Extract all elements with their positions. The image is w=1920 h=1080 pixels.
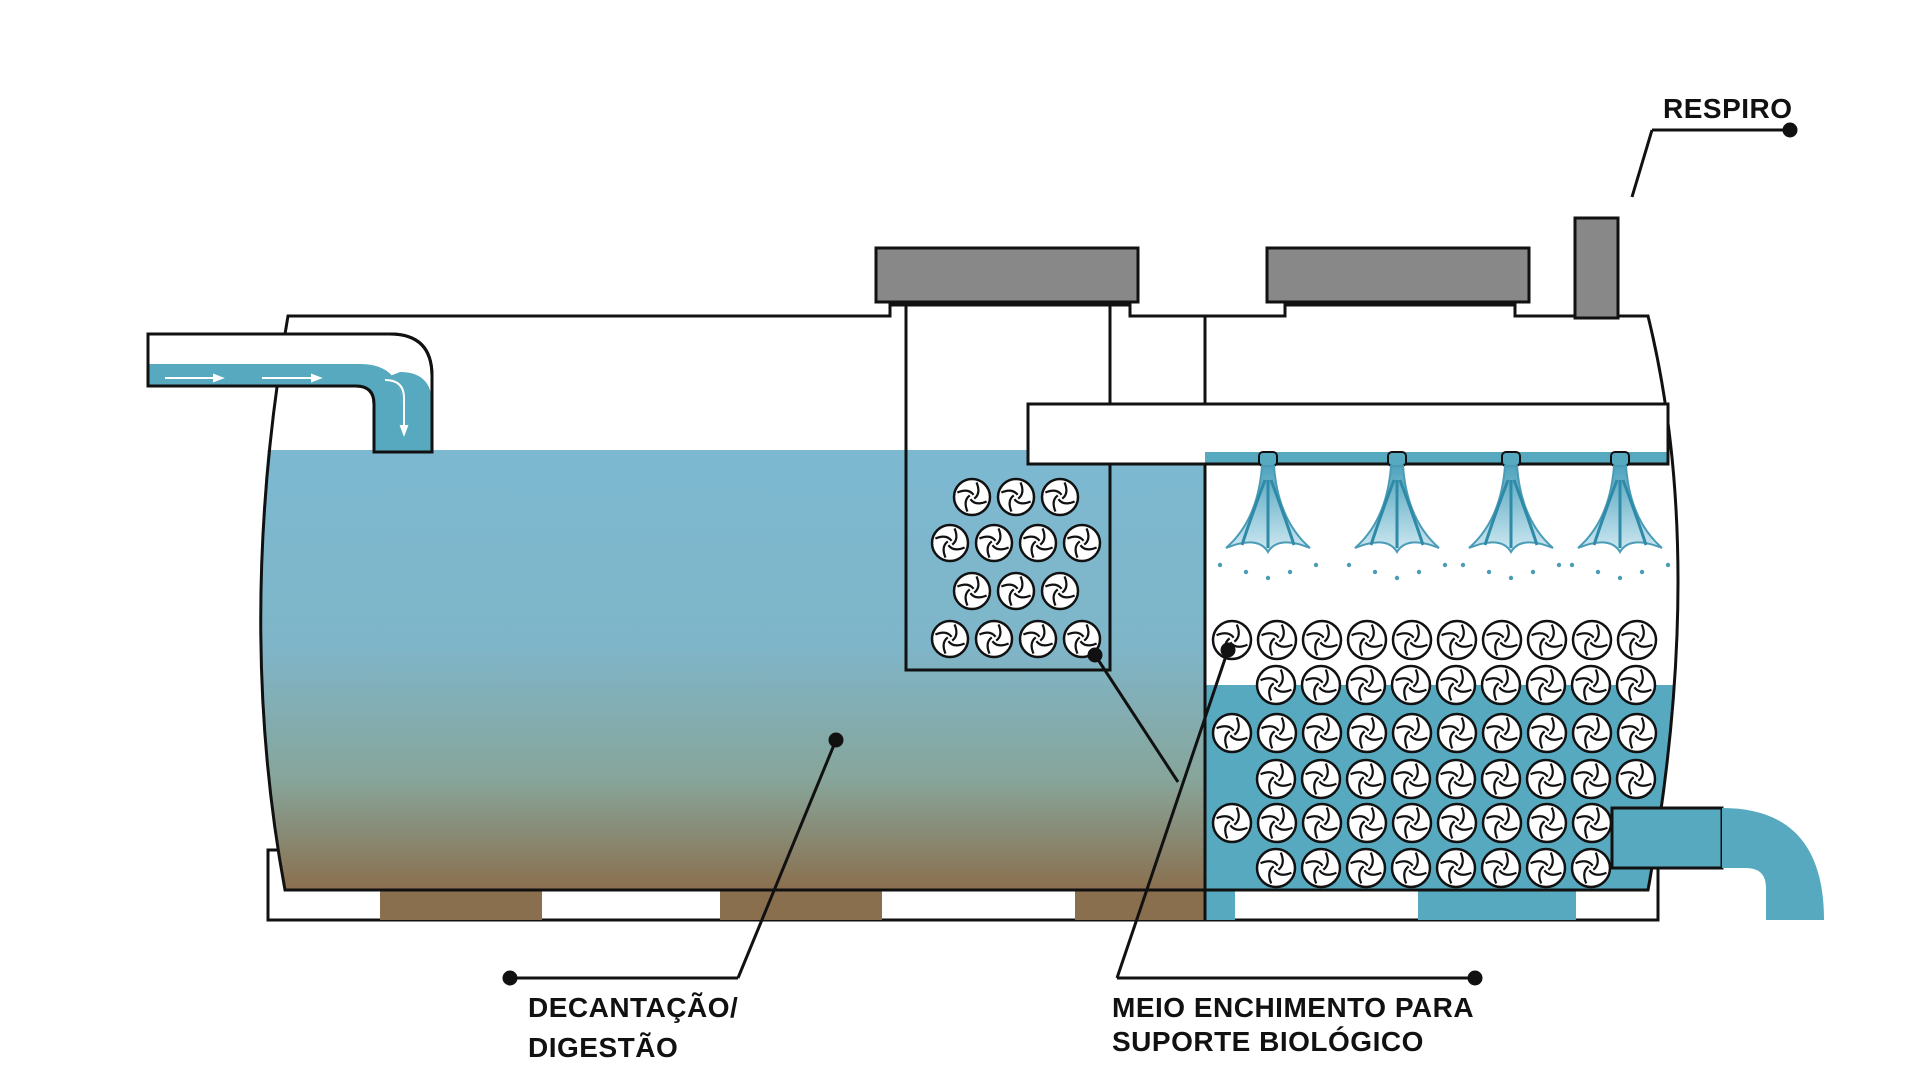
bio-media-icon bbox=[1525, 664, 1567, 706]
bio-media-icon bbox=[1390, 664, 1432, 706]
bio-media-icon bbox=[1570, 664, 1612, 706]
bio-media-icon bbox=[996, 477, 1036, 517]
bio-media-icon bbox=[1480, 758, 1522, 800]
inlet-pipe bbox=[146, 332, 434, 454]
bio-media-icon bbox=[974, 523, 1014, 563]
bio-media-icon bbox=[1255, 664, 1297, 706]
bio-media-icon bbox=[1301, 712, 1343, 754]
water-spray-icon bbox=[1217, 451, 1319, 581]
bio-media-icon bbox=[1211, 802, 1253, 844]
bio-media-icon bbox=[1571, 802, 1613, 844]
outlet-water-base bbox=[1205, 888, 1235, 920]
bio-media-icon bbox=[1391, 802, 1433, 844]
bio-media-icon bbox=[1481, 712, 1523, 754]
bio-media-icon bbox=[1211, 712, 1253, 754]
bio-media-icon bbox=[1435, 664, 1477, 706]
bio-media-icon bbox=[1255, 758, 1297, 800]
bio-media-icon bbox=[1435, 847, 1477, 889]
bio-media-icon bbox=[1255, 847, 1297, 889]
bio-media-icon bbox=[1481, 802, 1523, 844]
bio-media-icon bbox=[974, 619, 1014, 659]
label-respiro: RESPIRO bbox=[1663, 93, 1793, 124]
bio-media-icon bbox=[1570, 758, 1612, 800]
bio-media-icon bbox=[1615, 758, 1657, 800]
bio-media-icon bbox=[1300, 847, 1342, 889]
bio-media-icon bbox=[1571, 619, 1613, 661]
leader-lines bbox=[502, 122, 1798, 986]
bio-media-icon bbox=[1346, 802, 1388, 844]
label-decantacao-1: DECANTAÇÃO/ bbox=[528, 992, 738, 1023]
sludge-block-1 bbox=[380, 888, 542, 920]
bio-media-icon bbox=[1616, 619, 1658, 661]
bio-media-icon bbox=[1525, 847, 1567, 889]
bio-media-icon bbox=[1436, 712, 1478, 754]
filter-basket bbox=[904, 303, 1112, 672]
bio-media-icon bbox=[1390, 847, 1432, 889]
bio-media-icon bbox=[1391, 712, 1433, 754]
sludge-block-3 bbox=[1075, 888, 1205, 920]
bio-media-icon bbox=[1391, 619, 1433, 661]
water-spray-icon bbox=[1346, 451, 1448, 581]
bio-media-icon bbox=[1436, 802, 1478, 844]
bio-media-icon bbox=[1345, 758, 1387, 800]
bio-media-icon bbox=[1526, 712, 1568, 754]
media-left-basket bbox=[930, 477, 1102, 659]
label-meio-2: SUPORTE BIOLÓGICO bbox=[1112, 1026, 1424, 1057]
bio-media-icon bbox=[1256, 712, 1298, 754]
bio-media-icon bbox=[1526, 619, 1568, 661]
bio-media-icon bbox=[1526, 802, 1568, 844]
spray-manifold bbox=[1026, 402, 1670, 466]
flow-arrow-icon bbox=[165, 373, 409, 437]
bio-media-icon bbox=[1346, 619, 1388, 661]
lid-right bbox=[1265, 246, 1531, 304]
bio-media-icon bbox=[1301, 802, 1343, 844]
label-meio-1: MEIO ENCHIMENTO PARA bbox=[1112, 992, 1474, 1023]
bio-media-icon bbox=[930, 619, 970, 659]
water-spray-icon bbox=[1460, 451, 1562, 581]
bio-media-icon bbox=[1300, 758, 1342, 800]
bio-media-icon bbox=[1570, 847, 1612, 889]
bio-media-icon bbox=[1345, 664, 1387, 706]
bio-media-icon bbox=[996, 571, 1036, 611]
label-decantacao-2: DIGESTÃO bbox=[528, 1032, 678, 1063]
bio-media-icon bbox=[1615, 664, 1657, 706]
bio-media-icon bbox=[1300, 664, 1342, 706]
bio-media-icon bbox=[1480, 847, 1522, 889]
bio-media-icon bbox=[1256, 619, 1298, 661]
bio-media-icon bbox=[1018, 523, 1058, 563]
bio-media-icon bbox=[1346, 712, 1388, 754]
media-right-bed bbox=[1211, 619, 1658, 889]
bio-media-icon bbox=[952, 571, 992, 611]
bio-media-icon bbox=[1301, 619, 1343, 661]
bio-media-icon bbox=[1345, 847, 1387, 889]
bio-media-icon bbox=[1040, 571, 1080, 611]
bio-media-icon bbox=[1018, 619, 1058, 659]
sludge-block-2 bbox=[720, 888, 882, 920]
bio-media-icon bbox=[930, 523, 970, 563]
bio-media-icon bbox=[952, 477, 992, 517]
bio-media-icon bbox=[1525, 758, 1567, 800]
bio-media-icon bbox=[1616, 712, 1658, 754]
water-sprays bbox=[1217, 451, 1671, 581]
bio-media-icon bbox=[1571, 712, 1613, 754]
bio-media-icon bbox=[1480, 664, 1522, 706]
water-spray-icon bbox=[1569, 451, 1671, 581]
bio-media-icon bbox=[1435, 758, 1477, 800]
bio-media-icon bbox=[1481, 619, 1523, 661]
bio-media-icon bbox=[1256, 802, 1298, 844]
bio-media-icon bbox=[1062, 523, 1102, 563]
bio-media-icon bbox=[1062, 619, 1102, 659]
bio-media-icon bbox=[1040, 477, 1080, 517]
lid-left bbox=[874, 246, 1140, 304]
bio-media-icon bbox=[1436, 619, 1478, 661]
vent-pipe bbox=[1573, 216, 1620, 320]
bio-media-icon bbox=[1390, 758, 1432, 800]
outlet-pipe bbox=[1610, 806, 1824, 920]
